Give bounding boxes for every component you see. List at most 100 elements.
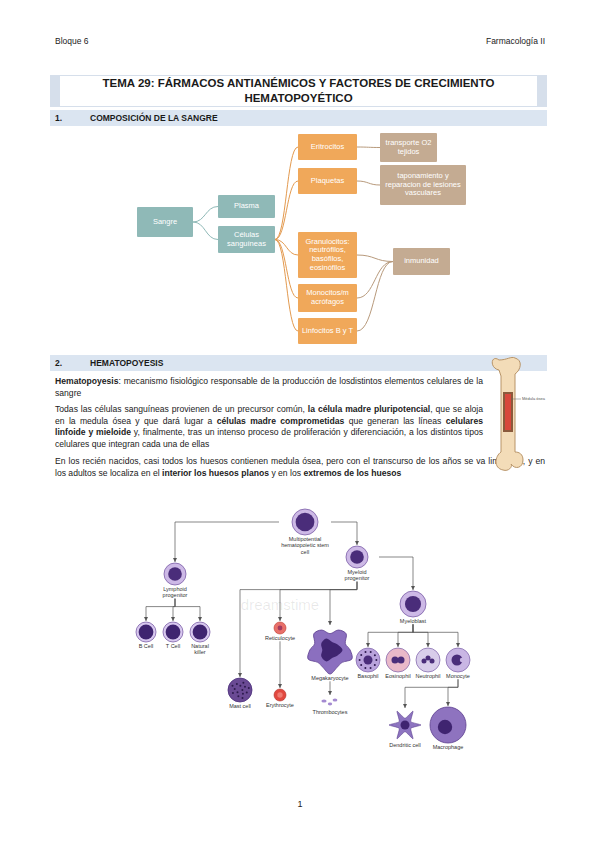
cell-body — [446, 648, 470, 672]
cell-shape — [308, 695, 352, 709]
connector — [275, 240, 298, 256]
concept-box: Plasma — [218, 195, 275, 218]
connector — [280, 641, 281, 688]
cell-shape — [225, 677, 255, 703]
connector — [275, 147, 298, 240]
cell-drawing — [136, 622, 156, 642]
cell-body — [136, 622, 156, 642]
cell-drawing — [386, 648, 410, 672]
macrophage-cell: Macrophage — [428, 706, 468, 750]
connector — [357, 255, 393, 262]
concept-box: Linfocitos B y T — [298, 318, 357, 344]
body-text: Todas las células sanguíneas provienen d… — [55, 404, 305, 414]
paragraph: Hematopoyesis: mecanismo fisiológico res… — [55, 376, 483, 399]
cell-nucleus — [350, 550, 364, 564]
dendritic-cell: Dendritic cell — [387, 708, 423, 748]
granule — [246, 691, 248, 693]
cell-shape — [335, 545, 379, 569]
granulocyte-cell: Eosinophil — [383, 647, 413, 679]
monocyte-cell: Monocyte — [443, 647, 473, 679]
cell-label: Multipotential hematopoietic stem cell — [279, 536, 331, 555]
cell-label: Macrophage — [428, 744, 468, 750]
cell-shape — [393, 590, 433, 618]
cell-nucleus — [438, 720, 452, 734]
cell-body — [308, 630, 353, 674]
cell-shape — [302, 625, 358, 675]
cell-shape — [153, 562, 197, 586]
cell-drawing — [446, 648, 470, 672]
bone-outline — [492, 357, 523, 470]
cell-label: Erythrocyte — [260, 702, 300, 708]
section-number: 1. — [55, 110, 62, 126]
platelet — [328, 703, 332, 706]
cell-body — [228, 678, 252, 702]
connector — [175, 599, 200, 621]
connector — [330, 582, 357, 625]
connector — [357, 262, 393, 299]
box-text: Células sanguíneas — [221, 231, 272, 248]
body-text: y en los — [271, 468, 301, 478]
section-heading: COMPOSICIÓN DE LA SANGRE — [90, 110, 218, 126]
mast-cell: Mast cell — [225, 677, 255, 709]
bone-marrow — [505, 394, 511, 430]
connector — [275, 240, 298, 299]
granule — [370, 667, 372, 669]
platelet — [321, 700, 326, 703]
connector — [379, 557, 413, 590]
connector — [173, 599, 175, 621]
box-text: Granulocitos: neutrófilos, basófilos, eo… — [301, 238, 354, 272]
cell-label: Basophil — [353, 673, 383, 679]
cell-body — [416, 648, 440, 672]
connector — [413, 624, 428, 647]
granule — [242, 682, 244, 684]
cell-nucleus — [401, 721, 410, 730]
cell-body — [292, 509, 318, 535]
granule — [360, 654, 362, 656]
title-band: TEMA 29: FÁRMACOS ANTIANÉMICOS Y FACTORE… — [50, 75, 547, 107]
cell-nucleus — [405, 596, 421, 612]
paragraph: Todas las células sanguíneas provienen d… — [55, 404, 483, 450]
cell-drawing — [321, 699, 337, 706]
cell-body — [190, 622, 210, 642]
cell-shape — [383, 647, 413, 673]
granule — [374, 664, 376, 666]
cell-label: Myeloblast — [393, 618, 433, 624]
box-text: Linfocitos B y T — [302, 327, 353, 336]
cell-label: Megakaryocyte — [302, 675, 358, 681]
cell-shape — [443, 647, 473, 673]
cell-drawing — [190, 622, 210, 642]
connector — [175, 522, 279, 562]
cell-shape — [279, 508, 331, 536]
granule — [242, 693, 244, 695]
granule — [244, 686, 246, 688]
granule — [236, 691, 238, 693]
lymphocyte-cell: Natural killer — [186, 621, 214, 656]
cell-nucleus — [139, 625, 154, 640]
connector — [240, 582, 357, 677]
granule — [231, 685, 233, 687]
granule — [236, 683, 238, 685]
cell-label: Thrombocytes — [308, 709, 352, 715]
connector — [405, 679, 458, 708]
cell-drawing — [400, 591, 426, 617]
cell-center — [278, 626, 283, 631]
cell-nucleus — [296, 513, 315, 532]
connector — [357, 181, 380, 185]
cell-body — [274, 622, 286, 634]
connector — [280, 582, 357, 621]
box-text: Eritrocitos — [311, 143, 344, 152]
cell-drawing — [430, 707, 466, 743]
stem-cell: Multipotential hematopoietic stem cell — [279, 508, 331, 555]
cell-shape — [159, 621, 187, 643]
cell-drawing — [416, 648, 440, 672]
granule — [359, 659, 361, 661]
lymphocyte-cell: B Cell — [132, 621, 160, 649]
cell-shape — [132, 621, 160, 643]
bold-text: la célula madre pluripotencial — [308, 404, 430, 414]
box-text: Sangre — [153, 218, 177, 227]
granule — [248, 687, 250, 689]
bone-label: Médula ósea — [522, 396, 552, 401]
cell-nucleus — [364, 656, 373, 665]
connector — [193, 207, 218, 223]
